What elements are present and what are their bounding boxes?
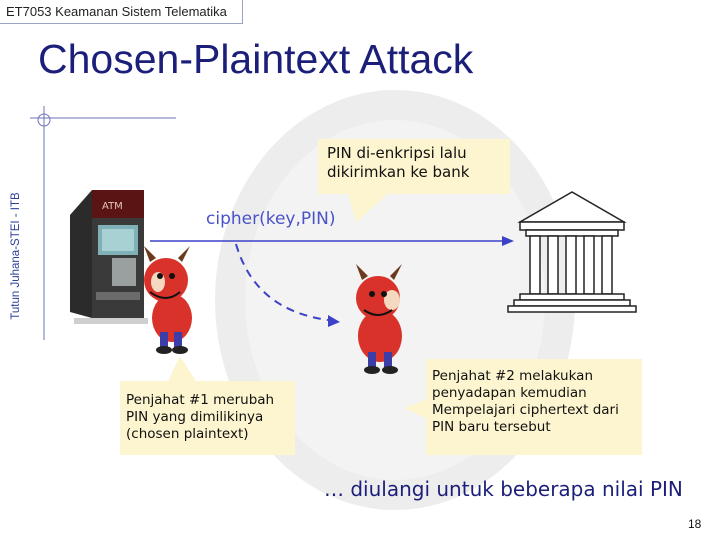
footer-note: … diulangi untuk beberapa nilai PIN (324, 477, 683, 501)
callout-pin-encrypted: PIN di-enkripsi lalu dikirimkan ke bank (318, 139, 510, 194)
callout-p1-tail (168, 356, 196, 381)
callout-line: dikirimkan ke bank (327, 163, 470, 181)
callout-line: penyadapan kemudian (432, 385, 587, 401)
attacker2-devil-icon (356, 264, 402, 374)
page-number: 18 (688, 517, 702, 531)
callout-line: Mempelajari ciphertext dari (432, 402, 619, 418)
bank-building-icon (507, 191, 637, 313)
callout-line: Penjahat #2 melakukan (432, 368, 593, 384)
arrow-atm-to-bank (150, 236, 514, 246)
cipher-label: cipher(key,PIN) (206, 209, 336, 229)
callout-pin-tail (348, 194, 388, 222)
callout-p2-tail (404, 398, 430, 420)
callout-line: PIN baru tersebut (432, 419, 551, 435)
callout-line: PIN yang dimilikinya (126, 409, 264, 425)
course-header: ET7053 Keamanan Sistem Telematika (0, 0, 243, 24)
callout-line: Penjahat #1 merubah (126, 392, 275, 408)
decorative-crosshair (30, 106, 176, 340)
side-author-label: Tutun Juhana-STEI - ITB (10, 192, 22, 320)
slide-title: Chosen-Plaintext Attack (38, 36, 474, 82)
atm-machine-icon (70, 190, 148, 324)
atm-label: ATM (102, 201, 123, 212)
callout-line: PIN di-enkripsi lalu (327, 144, 467, 162)
callout-attacker1: Penjahat #1 merubah PIN yang dimilikinya… (120, 381, 295, 455)
arrow-to-attacker2 (235, 243, 340, 327)
callout-attacker2: Penjahat #2 melakukan penyadapan kemudia… (426, 359, 642, 455)
callout-line: (chosen plaintext) (126, 426, 249, 442)
attacker1-devil-icon (144, 246, 192, 354)
